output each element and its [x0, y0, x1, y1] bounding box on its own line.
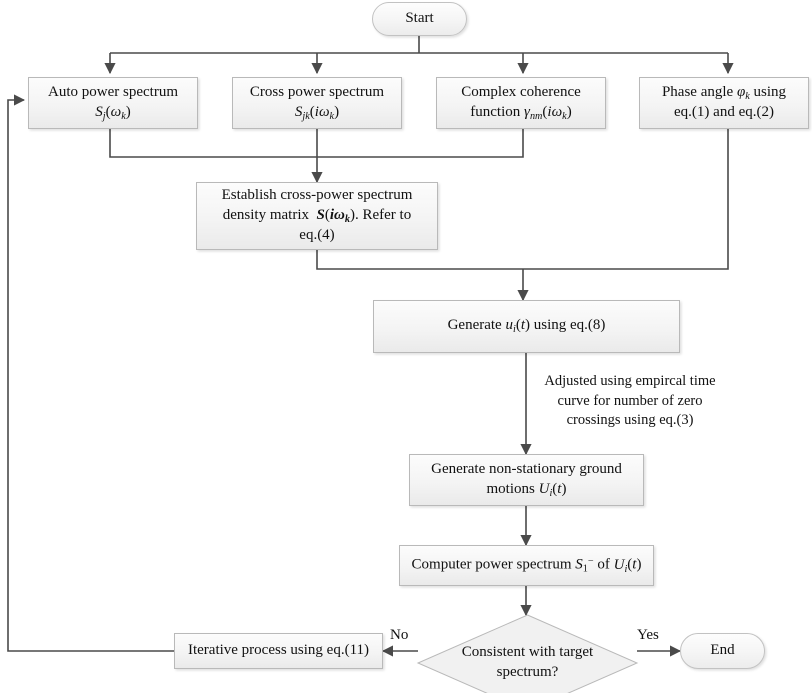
node-nonstationary-label: Generate non-stationary ground motions U…: [423, 460, 630, 500]
node-auto-power-spectrum[interactable]: Auto power spectrum Sj(ωk): [28, 77, 198, 129]
node-cpsd-line2: density matrix S(iωk). Refer to: [222, 206, 412, 225]
node-nonstationary-motions[interactable]: Generate non-stationary ground motions U…: [409, 454, 644, 506]
node-end-label: End: [710, 642, 735, 659]
node-phase-angle[interactable]: Phase angle φk using eq.(1) and eq.(2): [639, 77, 809, 129]
node-generate-ui-label: Generate ui(t) using eq.(8): [447, 317, 606, 336]
node-complex-coherence[interactable]: Complex coherence function γnm(iωk): [436, 77, 606, 129]
edge-feedback-loop: [7, 94, 174, 652]
node-auto-power-line2: Sj(ωk): [95, 103, 131, 122]
node-nonstationary-line2: motions Ui(t): [486, 480, 567, 499]
node-start-label: Start: [405, 10, 434, 27]
node-decision-label: Consistent with target spectrum?: [418, 615, 637, 693]
edge-merge-row1: [109, 129, 524, 158]
node-iterative-process[interactable]: Iterative process using eq.(11): [174, 633, 383, 669]
node-cpsd-matrix[interactable]: Establish cross-power spectrum density m…: [196, 182, 438, 250]
node-nonstationary-line1: Generate non-stationary ground: [431, 460, 622, 477]
node-cpsd-line1: Establish cross-power spectrum: [221, 187, 413, 204]
node-end[interactable]: End: [680, 633, 765, 669]
node-cpsd-line3: eq.(4): [299, 227, 335, 244]
node-cpsd-matrix-label: Establish cross-power spectrum density m…: [214, 186, 421, 246]
node-cross-power-spectrum-label: Cross power spectrum Sjk(iωk): [242, 83, 392, 123]
node-decision-line2: spectrum?: [496, 664, 559, 680]
node-compute-power-spectrum-label: Computer power spectrum S1− of Ui(t): [411, 556, 642, 575]
node-compute-power-spectrum[interactable]: Computer power spectrum S1− of Ui(t): [399, 545, 654, 586]
node-start[interactable]: Start: [372, 2, 467, 36]
node-decision-consistent[interactable]: Consistent with target spectrum?: [416, 614, 639, 693]
node-generate-ui[interactable]: Generate ui(t) using eq.(8): [373, 300, 680, 353]
edge-label-yes: Yes: [637, 627, 659, 643]
node-decision-line1: Consistent with target: [461, 644, 594, 661]
node-auto-power-line1: Auto power spectrum: [48, 83, 178, 100]
decision-diamond-shape: [416, 614, 639, 693]
annotation-adjust-note: Adjusted using empircal time curve for n…: [544, 373, 716, 429]
node-complex-coherence-label: Complex coherence function γnm(iωk): [453, 83, 589, 123]
node-coherence-line1: Complex coherence: [461, 83, 581, 100]
node-cross-power-line2: Sjk(iωk): [294, 103, 340, 122]
node-phase-angle-line1: Phase angle φk using: [661, 83, 787, 102]
node-phase-angle-label: Phase angle φk using eq.(1) and eq.(2): [654, 83, 794, 123]
node-cross-power-spectrum[interactable]: Cross power spectrum Sjk(iωk): [232, 77, 402, 129]
node-phase-angle-line2: eq.(1) and eq.(2): [674, 104, 774, 121]
node-iterative-process-label: Iterative process using eq.(11): [187, 642, 370, 659]
edge-label-no: No: [390, 627, 409, 643]
node-coherence-line2: function γnm(iωk): [470, 103, 572, 122]
node-auto-power-spectrum-label: Auto power spectrum Sj(ωk): [40, 83, 186, 123]
node-cross-power-line1: Cross power spectrum: [249, 83, 385, 100]
